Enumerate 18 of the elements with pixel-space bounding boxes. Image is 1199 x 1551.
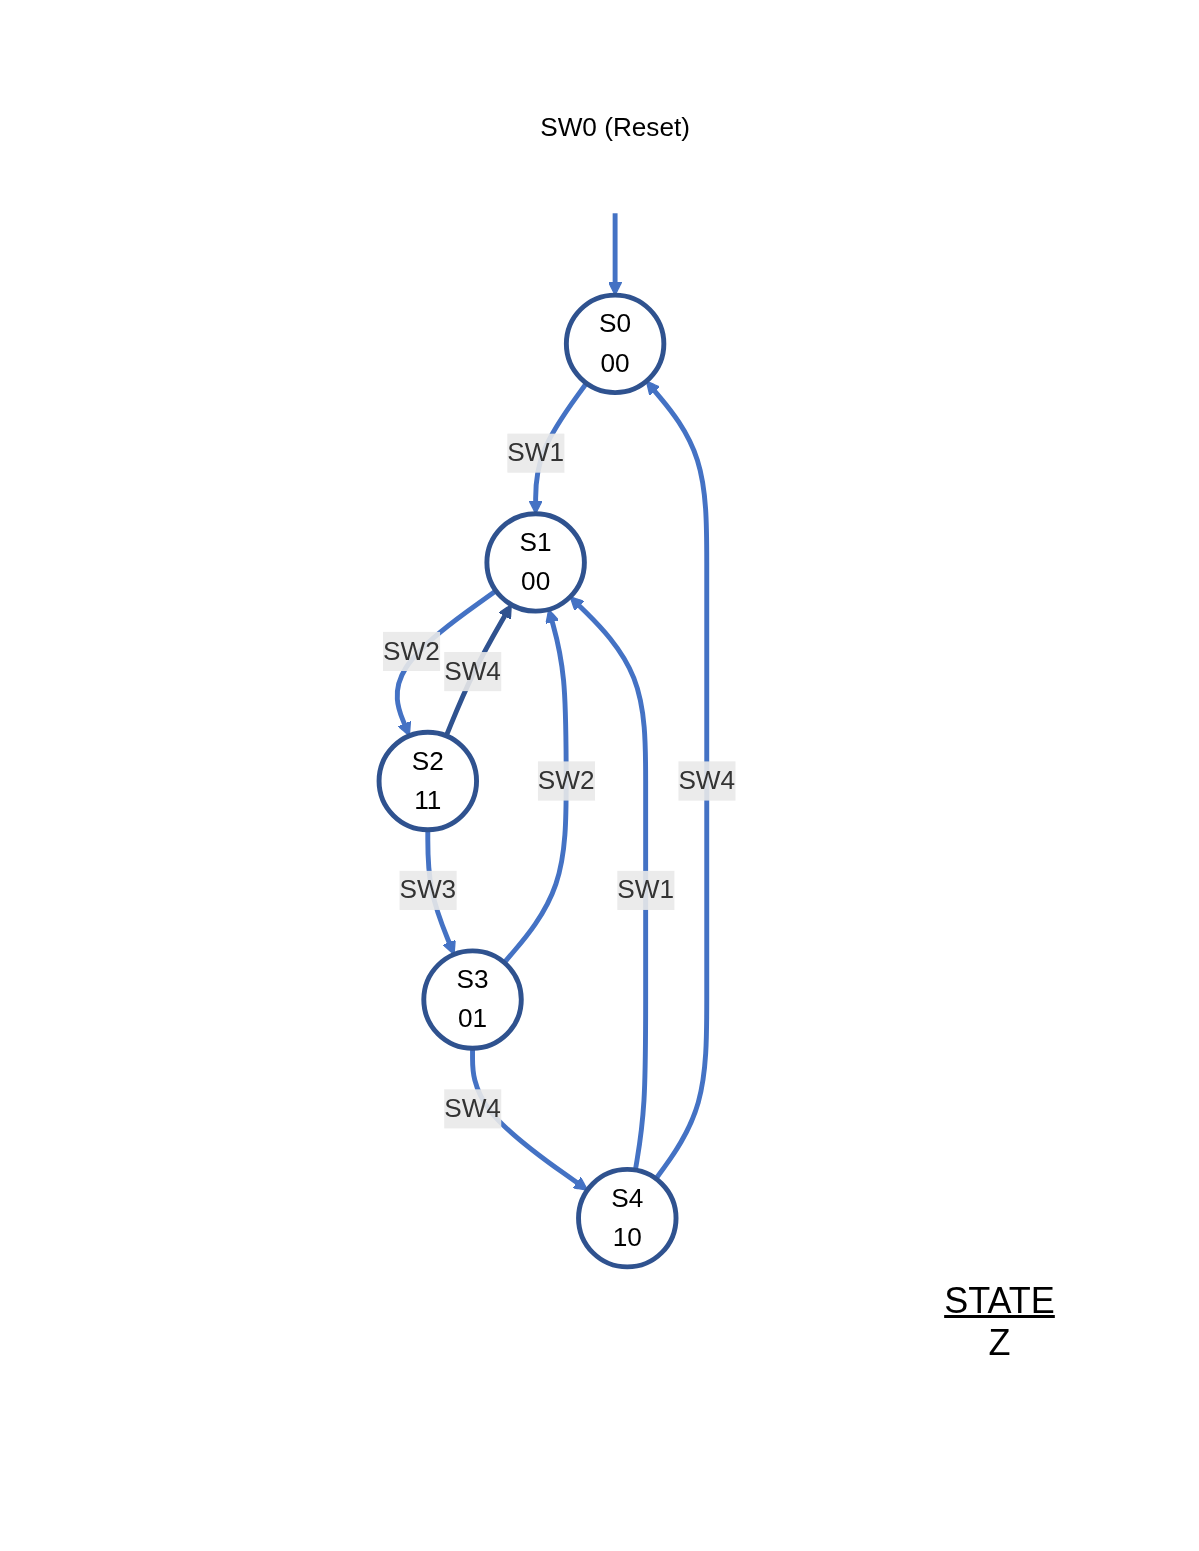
edge-label: SW3 <box>398 875 456 904</box>
edge-label: SW4 <box>443 656 501 685</box>
arrow <box>443 604 512 737</box>
node-circle: S3 01 <box>420 948 524 1051</box>
arrow <box>645 380 709 1181</box>
edge-label: SW1 <box>506 438 564 467</box>
state-key-text: STATE <box>943 1280 1056 1322</box>
edge-label: SW1 <box>616 875 674 904</box>
edge-label: SW2 <box>382 636 440 665</box>
edge-label: SW2 <box>537 766 595 795</box>
edge-label: SW4 <box>677 766 735 795</box>
node-text: SW0 (Reset) <box>539 113 690 142</box>
node-circle: S0 00 <box>563 292 666 396</box>
node-circle: S1 00 <box>483 511 587 614</box>
node-circle: S2 11 <box>376 729 479 833</box>
edge-label: SW4 <box>443 1094 501 1122</box>
node-circle: S4 10 <box>575 1166 678 1270</box>
state-key-text: Z <box>987 1322 1012 1364</box>
